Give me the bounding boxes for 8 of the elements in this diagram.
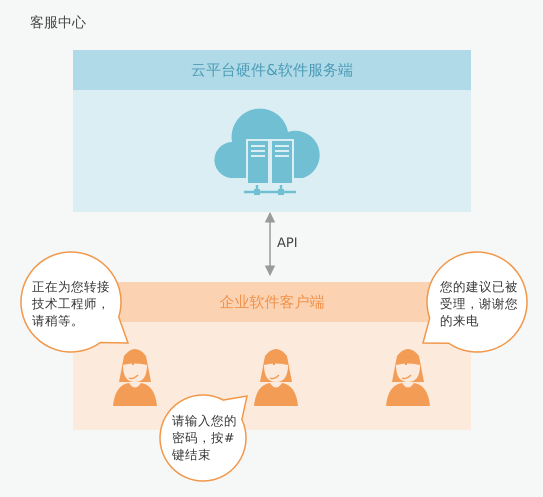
panel-header: 云平台硬件&软件服务端 [73,50,471,90]
server-panel [73,50,471,212]
edge-label: API [277,236,298,251]
speech-bubble [160,395,247,481]
bubble-text: 请输入您的密码，按#键结束 [172,412,238,463]
speech-bubble [423,252,527,352]
speech-bubble [21,252,128,352]
diagram-title: 客服中心 [30,14,86,32]
